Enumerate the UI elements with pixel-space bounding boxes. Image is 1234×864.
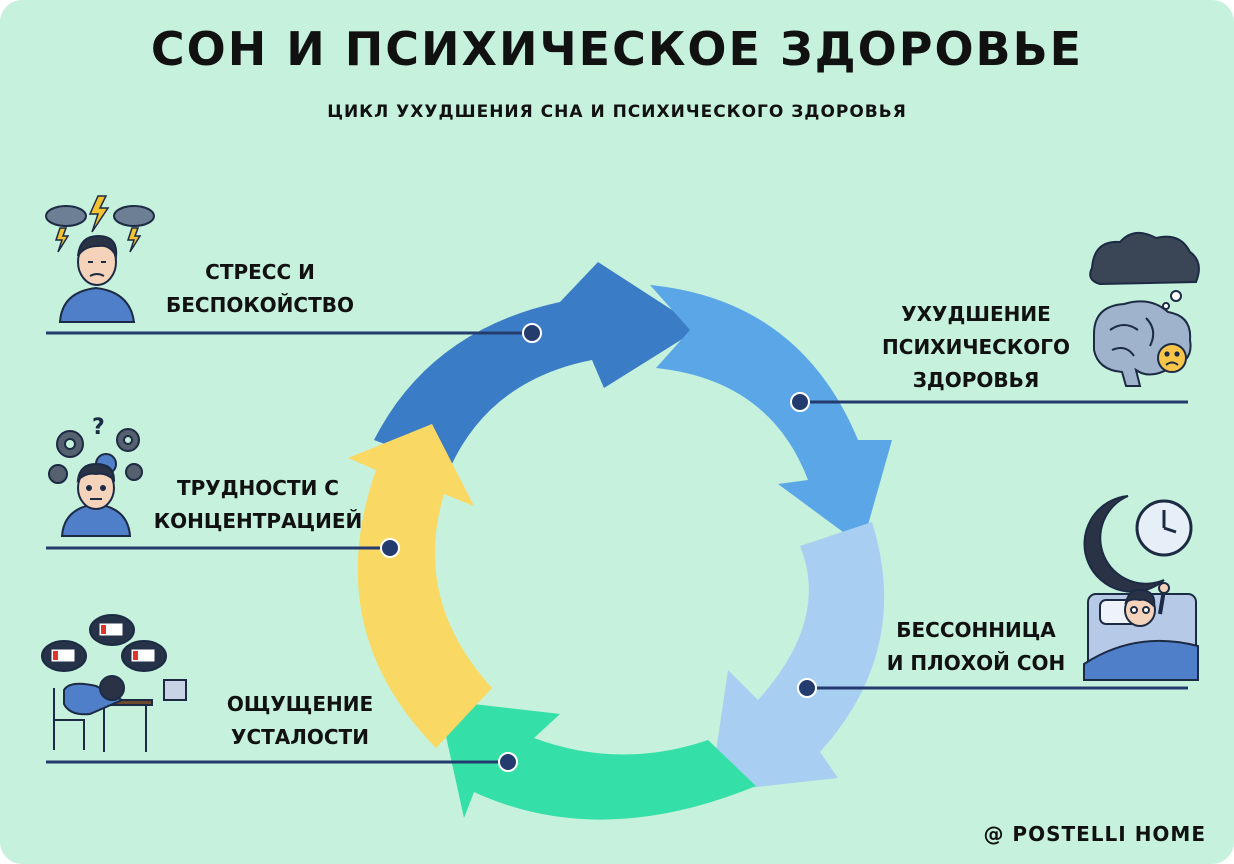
tired-man-at-desk-low-battery-icon [41,614,187,752]
sleepless-man-moon-clock-icon [1083,495,1199,681]
stage-label-line: Бессонница [896,618,1056,642]
leader-dot-fatigue [498,752,518,772]
page-title: Сон и психическое здоровье [150,22,1084,76]
cycle-arrow-insomnia [710,522,885,792]
stage-label-line: усталости [231,725,369,749]
cycle-arrow-mental-health [650,285,892,546]
stage-label-line: Стресс и [205,260,315,284]
svg-text:?: ? [92,415,105,440]
stage-label-line: Ухудшение [901,302,1051,326]
stage-label-stress: Стресс и беспокойство [150,256,370,322]
leader-dot-mental-health [790,392,810,412]
brain-with-sad-face-cloud-icon [1089,231,1200,387]
stage-label-line: беспокойство [166,293,354,317]
stressed-man-with-storm-clouds-icon [45,195,155,323]
stage-label-insomnia: Бессонница и плохой сон [866,614,1086,680]
stage-label-line: Трудности с [177,476,339,500]
stage-label-line: и плохой сон [886,651,1066,675]
brand-watermark: @ POSTELLI HOME [983,822,1206,846]
leader-dot-concentration [380,538,400,558]
stage-label-concentration: Трудности с концентрацией [138,472,378,538]
stage-label-fatigue: Ощущение усталости [190,688,410,754]
confused-man-with-gears-icon: ? [48,415,143,537]
cycle-arrow-stress [374,262,700,468]
leader-lines [46,323,1188,772]
stage-label-line: Ощущение [226,692,374,716]
stage-label-mental-health: Ухудшение психического здоровья [856,298,1096,397]
cycle-arrow-fatigue [438,700,756,820]
stage-label-line: психического [882,335,1070,359]
page-subtitle: Цикл ухудшения сна и психического здоров… [327,102,907,122]
cycle-arrow-concentration [348,424,492,748]
leader-dot-stress [522,323,542,343]
leader-dot-insomnia [797,678,817,698]
stage-label-line: здоровья [912,368,1040,392]
stage-label-line: концентрацией [153,509,363,533]
cycle-arrows [348,262,892,820]
